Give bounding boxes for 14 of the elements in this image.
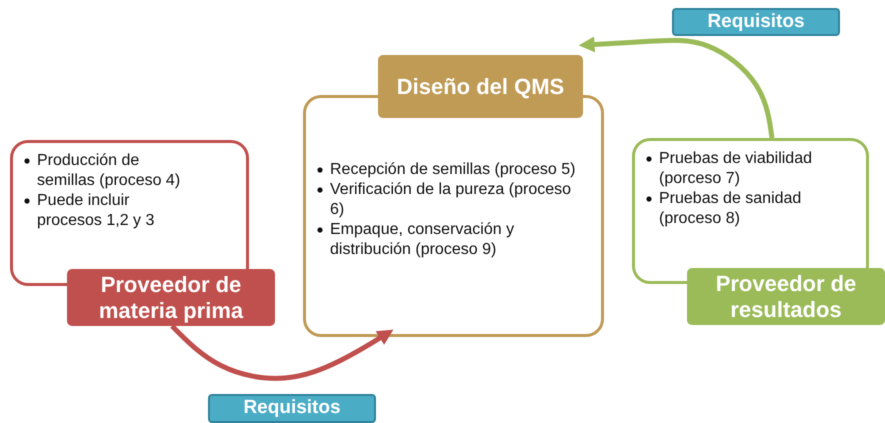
bullet-text: Pruebas de viabilidad (porceso 7) — [659, 150, 812, 187]
bullet-text: Verificación de la pureza (proceso 6) — [330, 181, 572, 218]
header-tab: Proveedor de materia prima — [67, 269, 275, 326]
bullet-text: Pruebas de sanidad (proceso 8) — [659, 190, 802, 227]
bullet-text: Empaque, conservación y distribución (proceso 9) — [330, 221, 514, 258]
header-tab: Proveedor de resultados — [687, 268, 885, 325]
bullet-text: Recepción de semillas (proceso 5) — [330, 161, 576, 178]
header-tab: Diseño del QMS — [378, 55, 583, 118]
curved-arrow — [170, 324, 394, 381]
bullet-text: Producción de semillas (proceso 4) — [37, 152, 180, 189]
bullet-text: Puede incluir procesos 1,2 y 3 — [37, 192, 154, 229]
requirement-label: Requisitos — [208, 394, 376, 423]
requirement-label: Requisitos — [672, 8, 840, 36]
curved-arrow — [578, 36, 774, 138]
